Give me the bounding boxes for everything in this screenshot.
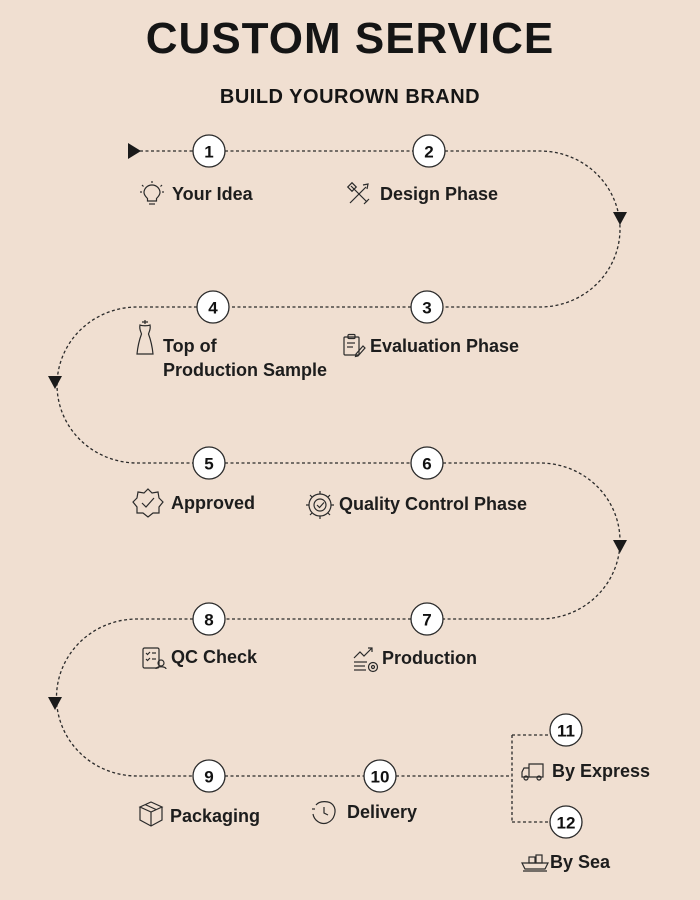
step-label-top-of-production-sample: Top of Production Sample — [163, 334, 327, 382]
step-node-10: 10 — [363, 759, 397, 793]
step-label-line: Production Sample — [163, 360, 328, 380]
clipboard-edit-icon — [343, 333, 366, 358]
qc-checklist-icon — [142, 647, 167, 670]
step-label-line: Top of — [163, 336, 217, 356]
down-arrow — [613, 540, 627, 553]
step-number: 2 — [424, 143, 433, 162]
step-node-12: 12 — [549, 805, 583, 839]
step-number: 10 — [371, 768, 390, 787]
page-title: CUSTOM SERVICE — [145, 14, 555, 63]
step-label-your-idea: Your Idea — [172, 184, 253, 204]
step-number: 11 — [557, 722, 575, 741]
step-number: 3 — [422, 299, 431, 318]
step-node-5: 5 — [192, 446, 226, 480]
step-number: 7 — [422, 611, 431, 630]
step-node-7: 7 — [410, 602, 444, 636]
down-arrow — [48, 697, 62, 710]
flow-path — [55, 150, 621, 823]
design-tools-icon — [346, 181, 370, 205]
step-label-quality-control-phase: Quality Control Phase — [339, 494, 528, 514]
step-number: 1 — [204, 143, 213, 162]
step-number: 8 — [204, 611, 213, 630]
step-label-evaluation-phase: Evaluation Phase — [370, 336, 520, 356]
box-icon — [138, 801, 164, 827]
step-label-production: Production — [382, 648, 477, 668]
step-label-design-phase: Design Phase — [380, 184, 499, 204]
gear-check-icon — [306, 491, 334, 519]
step-label-delivery: Delivery — [347, 802, 418, 822]
ship-icon — [521, 854, 549, 872]
badge-check-icon — [132, 488, 164, 518]
step-number: 6 — [422, 455, 431, 474]
truck-icon — [521, 763, 544, 781]
lightbulb-icon — [140, 181, 164, 205]
step-node-1: 1 — [192, 134, 226, 168]
step-node-4: 4 — [196, 290, 230, 324]
step-number: 5 — [204, 455, 213, 474]
down-arrow — [48, 376, 62, 389]
step-number: 9 — [204, 768, 213, 787]
step-number: 12 — [557, 814, 576, 833]
step-node-8: 8 — [192, 602, 226, 636]
dress-form-icon — [136, 320, 154, 355]
step-label-by-sea: By Sea — [550, 852, 611, 872]
step-label-by-express: By Express — [552, 761, 651, 781]
production-chart-icon — [353, 647, 379, 673]
down-arrow — [613, 212, 627, 225]
step-label-approved: Approved — [171, 493, 256, 513]
step-node-3: 3 — [410, 290, 444, 324]
step-number: 4 — [208, 299, 218, 318]
step-node-9: 9 — [192, 759, 226, 793]
step-label-qc-check: QC Check — [171, 647, 258, 667]
page-subtitle: BUILD YOUROWN BRAND — [219, 86, 481, 108]
clock-delivery-icon — [312, 801, 336, 825]
step-node-6: 6 — [410, 446, 444, 480]
step-label-packaging: Packaging — [170, 806, 261, 826]
step-node-2: 2 — [412, 134, 446, 168]
start-arrow — [128, 143, 141, 159]
step-node-11: 11 — [549, 713, 583, 747]
